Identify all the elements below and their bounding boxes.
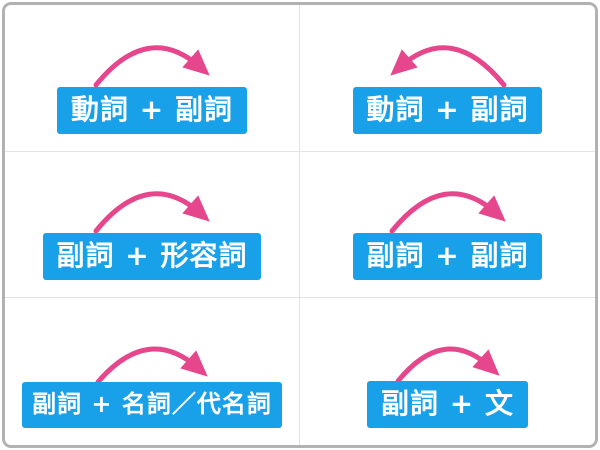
phrase-box: 副詞 + 形容詞 — [42, 233, 262, 281]
phrase-box: 動詞 + 副詞 — [57, 86, 247, 134]
grid-cell-adverb-sentence: 副詞 + 文 — [300, 298, 595, 445]
grid-cell-adverb-adverb: 副詞 + 副詞 — [300, 152, 595, 299]
modifier-arrow-icon — [389, 44, 506, 88]
modifier-arrow-icon — [93, 44, 210, 88]
phrase-box: 副詞 + 副詞 — [352, 233, 543, 281]
phrase-box: 副詞 + 名詞／代名詞 — [22, 382, 282, 428]
grid-cell-adverb-adjective: 副詞 + 形容詞 — [5, 151, 300, 299]
grid-cell-verb-adverb-reversed: 動詞 + 副詞 — [300, 5, 595, 152]
grid-cell-verb-adverb: 動詞 + 副詞 — [5, 5, 300, 152]
modifier-arrow-icon — [93, 191, 210, 234]
phrase-box: 動詞 + 副詞 — [352, 86, 543, 134]
modifier-arrow-icon — [389, 191, 506, 234]
modifier-arrow-icon — [95, 346, 208, 385]
modifier-arrow-icon — [395, 346, 500, 384]
phrase-box: 副詞 + 文 — [367, 381, 528, 428]
grid-cell-adverb-noun-pronoun: 副詞 + 名詞／代名詞 — [5, 298, 300, 445]
